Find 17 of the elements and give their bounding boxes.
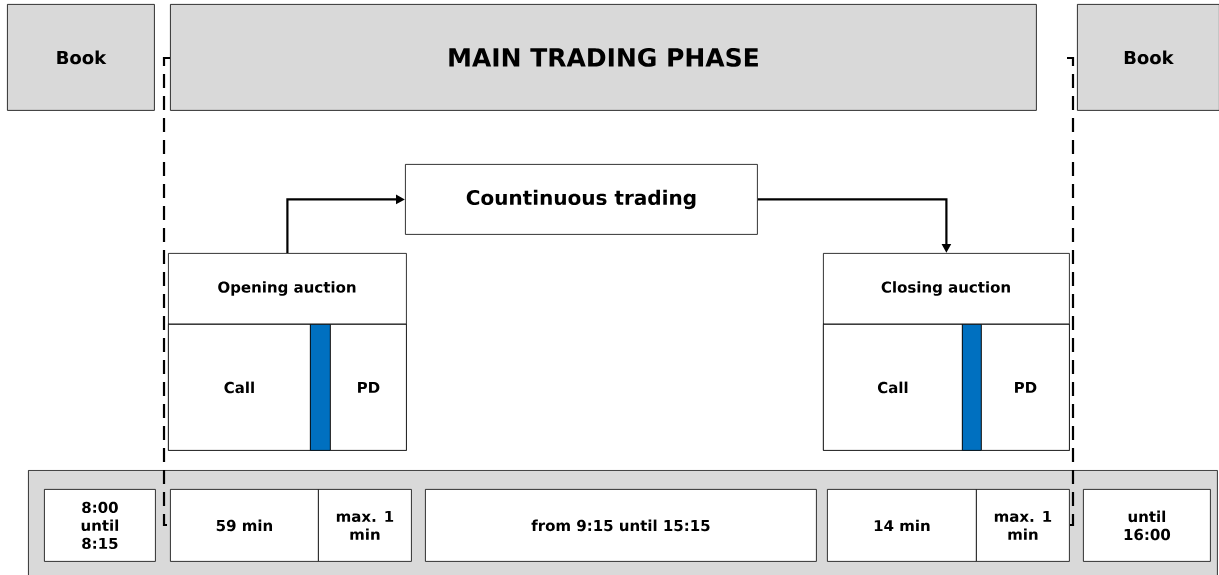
phase-cell: PD [981,324,1070,451]
phase-cell: Call [168,324,311,451]
time-cell: until 16:00 [1083,489,1211,562]
phase-cell: Call [823,324,963,451]
time-cell: 14 min [827,489,977,562]
time-cell: from 9:15 until 15:15 [425,489,817,562]
phase-box: Book [7,4,155,111]
phase-box: Book [1077,4,1219,111]
separator-bar [962,324,982,451]
time-cell: max. 1 min [318,489,412,562]
time-cell: 59 min [170,489,319,562]
phase-box: MAIN TRADING PHASE [170,4,1037,111]
time-cell: max. 1 min [976,489,1070,562]
process-box: Countinuous trading [405,164,758,235]
time-cell: 8:00 until 8:15 [44,489,156,562]
separator-bar [310,324,331,451]
phase-cell: PD [330,324,407,451]
